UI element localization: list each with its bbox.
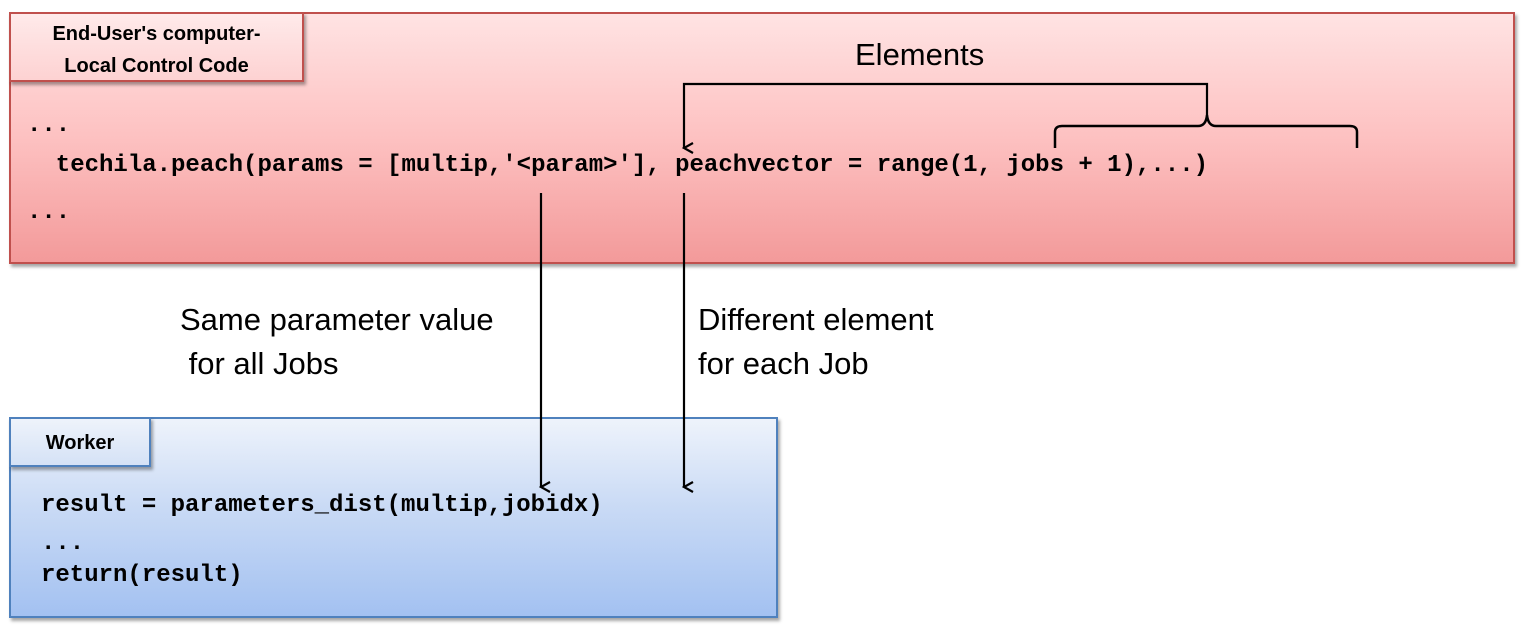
local-control-code-title: End-User's computer- Local Control Code	[9, 12, 304, 82]
different-element-label-line1: Different element	[698, 302, 934, 337]
worker-code-line1: result = parameters_dist(multip,jobidx)	[41, 492, 603, 519]
worker-code-line3: return(result)	[41, 562, 243, 589]
same-parameter-label-line1: Same parameter value	[180, 302, 494, 337]
local-code-line3: ...	[27, 199, 71, 226]
local-code-line1: ...	[27, 112, 71, 139]
elements-connector-arrow	[684, 82, 1209, 148]
local-tag-line1: End-User's computer-	[52, 23, 261, 45]
same-parameter-label-line2: for all Jobs	[180, 346, 339, 381]
elements-label: Elements	[855, 37, 985, 72]
worker-code-line2: ...	[41, 530, 85, 557]
different-element-label-line2: for each Job	[698, 346, 869, 381]
local-tag-line2: Local Control Code	[64, 55, 249, 77]
local-code-line2: techila.peach(params = [multip,'<param>'…	[27, 152, 1208, 179]
worker-title: Worker	[9, 417, 151, 467]
elements-brace	[1053, 114, 1359, 148]
